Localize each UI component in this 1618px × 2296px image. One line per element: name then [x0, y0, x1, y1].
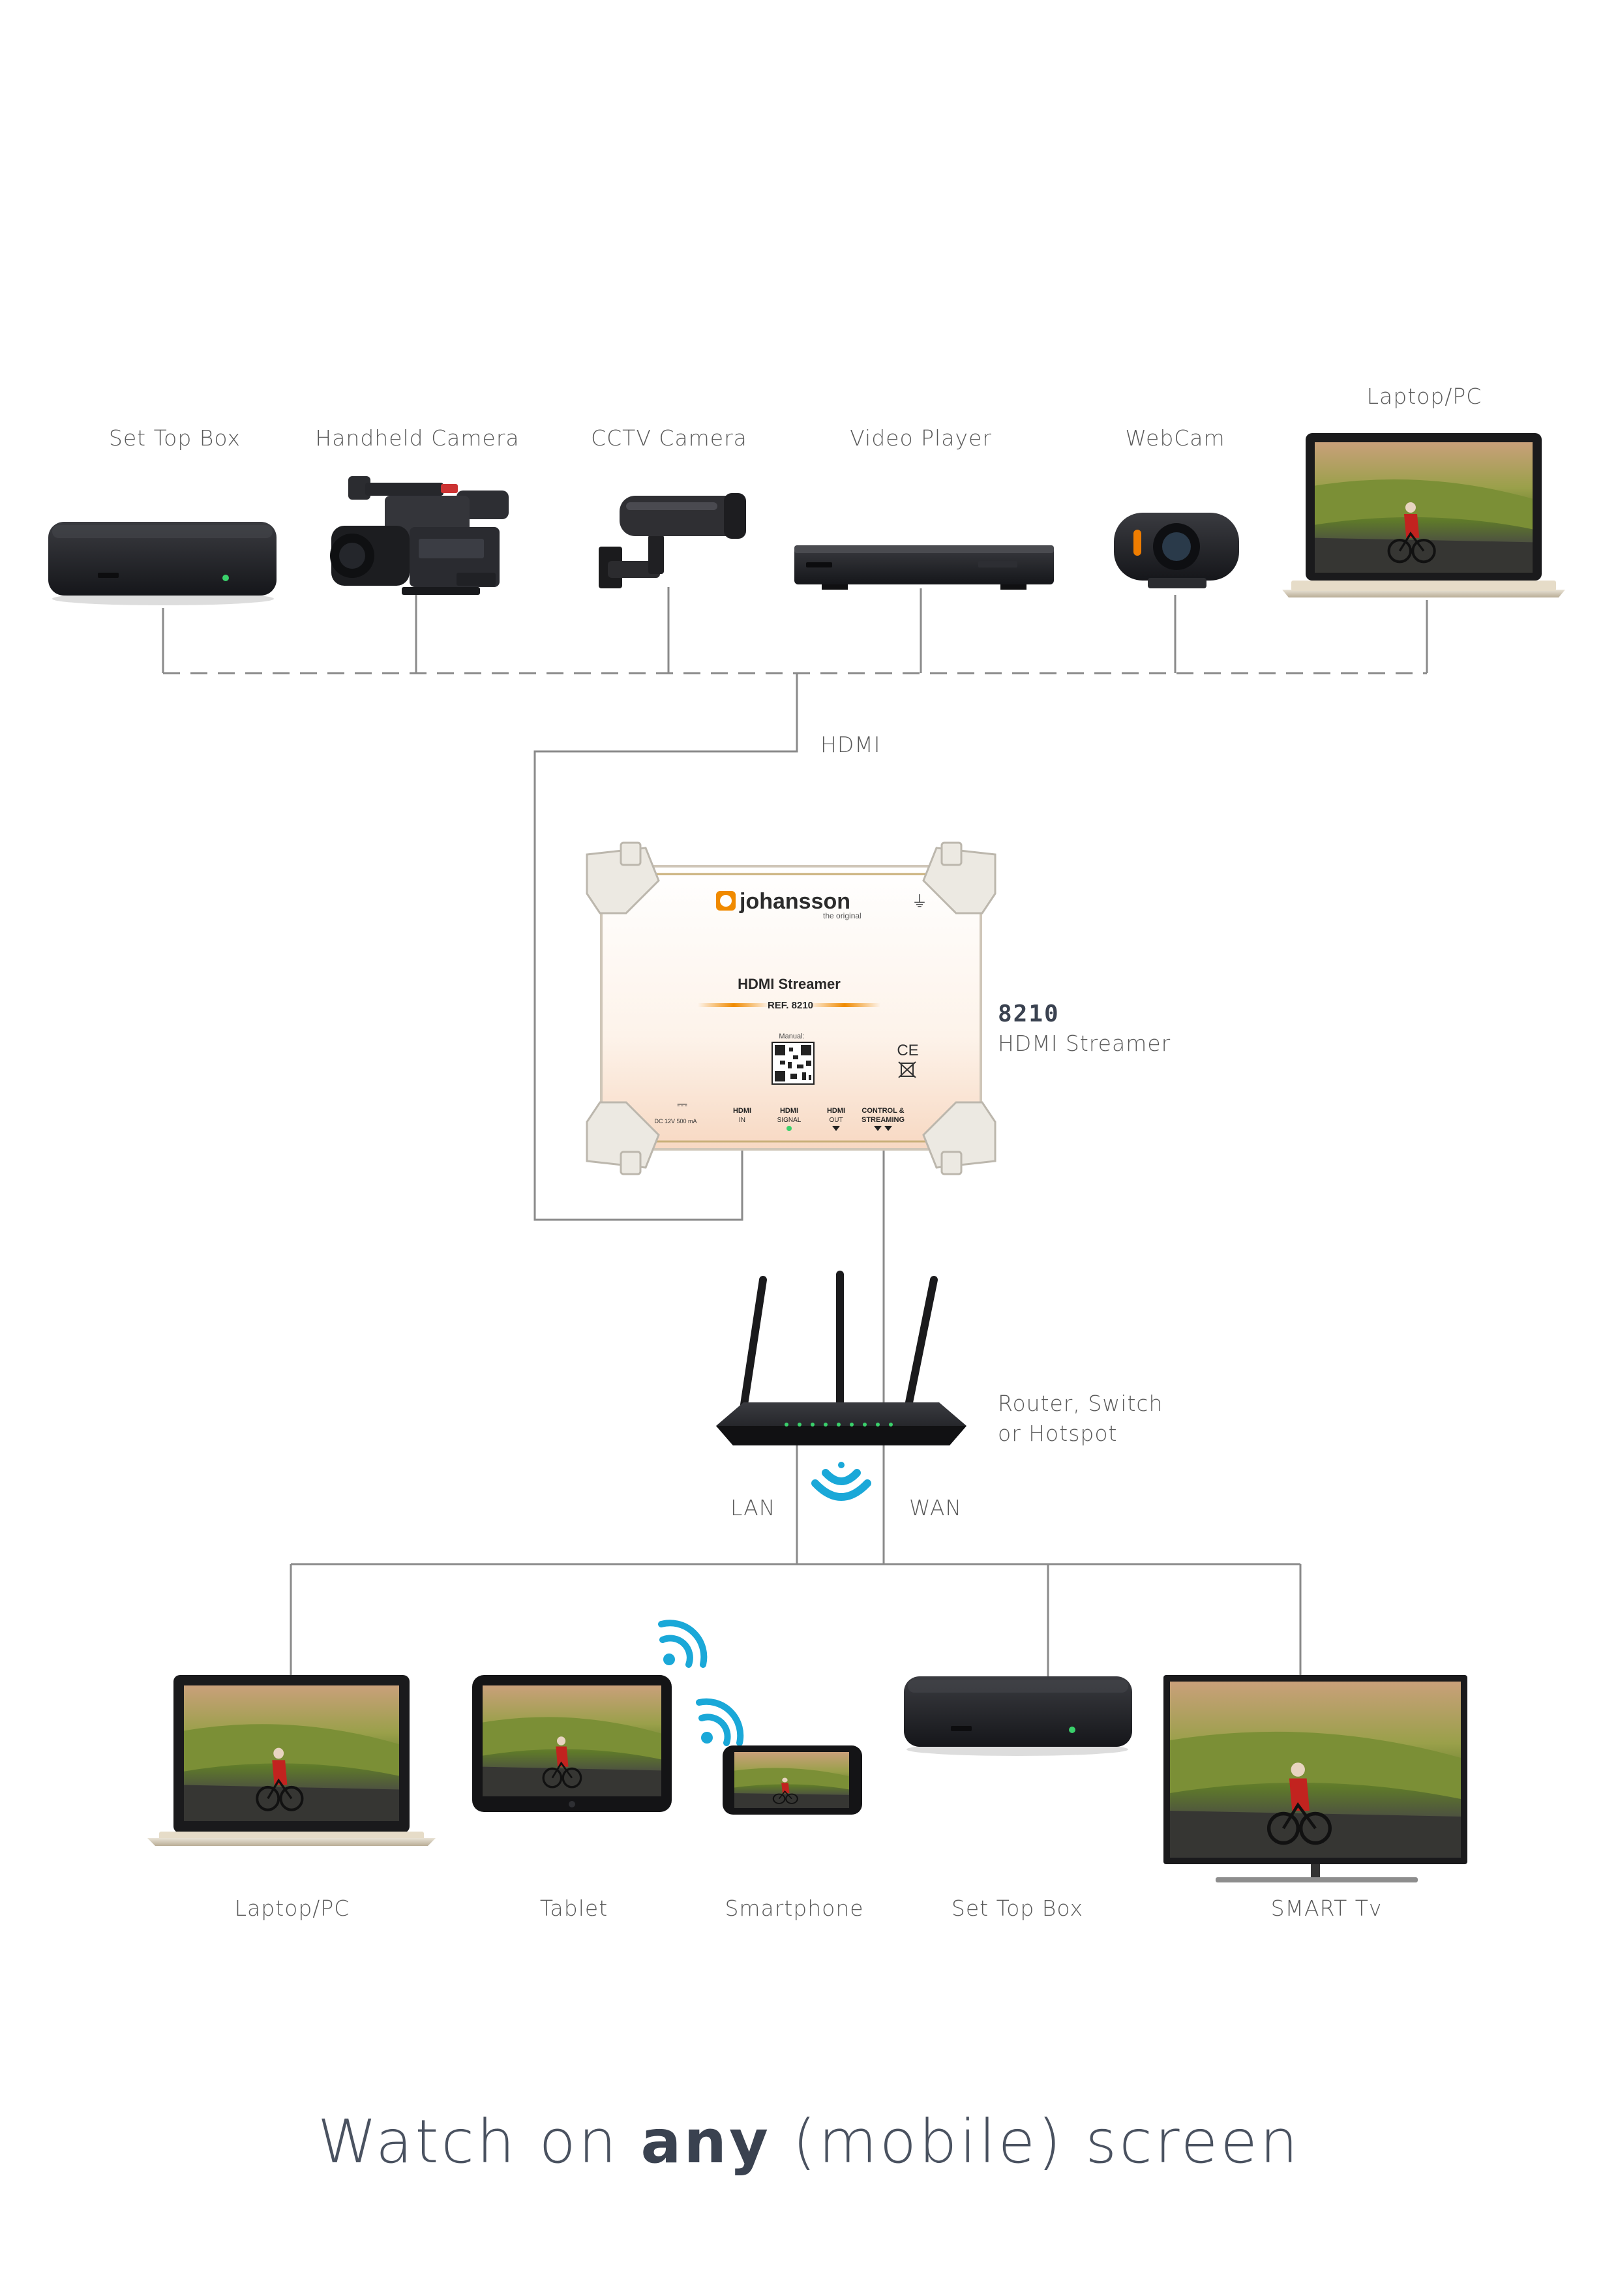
- label-wan: WAN: [909, 1495, 963, 1520]
- weee-bin-icon: [898, 1061, 916, 1078]
- tablet-wifi-icon: [658, 1620, 708, 1668]
- tablet-icon: [472, 1675, 672, 1812]
- ce-mark: CE: [897, 1042, 918, 1059]
- manual-label: Manual:: [779, 1033, 804, 1040]
- streamer-name: HDMI Streamer: [998, 1031, 1171, 1056]
- tagline: Watch on any (mobile) screen: [0, 2107, 1618, 2177]
- label-source-laptop-pc: Laptop/PC: [1366, 384, 1482, 409]
- tagline-bold: any: [640, 2107, 771, 2177]
- label-source-set-top-box: Set Top Box: [108, 425, 241, 451]
- label-source-webcam: WebCam: [1125, 425, 1225, 451]
- svg-text:IN: IN: [739, 1117, 745, 1124]
- streamer-model: 8210: [998, 1001, 1060, 1027]
- label-source-video-player: Video Player: [850, 425, 992, 451]
- hdmi-streamer-device: johansson the original ⏚ HDMI Streamer R…: [586, 841, 996, 1175]
- cctv-camera-icon: [599, 493, 746, 588]
- svg-text:SIGNAL: SIGNAL: [777, 1117, 802, 1124]
- brand-tagline: the original: [823, 911, 861, 920]
- hdmi-in-line: [533, 673, 798, 1221]
- label-output-smart-tv: SMART Tv: [1270, 1896, 1383, 1921]
- power-symbol-icon: ⎓: [677, 1096, 687, 1112]
- output-set-top-box-icon: [904, 1676, 1132, 1756]
- label-source-cctv-camera: CCTV Camera: [591, 425, 747, 451]
- label-output-tablet: Tablet: [539, 1896, 608, 1921]
- port-control-label: CONTROL &: [861, 1107, 904, 1115]
- port-hdmi-in-label: HDMI: [733, 1107, 751, 1115]
- smartphone-wifi-icon: [696, 1698, 744, 1746]
- svg-text:OUT: OUT: [829, 1117, 843, 1124]
- label-output-smartphone: Smartphone: [725, 1896, 864, 1921]
- label-output-laptop-pc: Laptop/PC: [234, 1896, 350, 1921]
- handheld-camera-icon: [330, 476, 509, 595]
- router-label-line2: or Hotspot: [998, 1421, 1118, 1446]
- connection-lines: [162, 587, 1428, 1676]
- video-player-icon: [794, 545, 1054, 590]
- panel-ref: REF. 8210: [768, 1000, 813, 1011]
- port-power-label: DC 12V 500 mA: [654, 1118, 697, 1125]
- router-icon: [716, 1271, 966, 1445]
- webcam-icon: [1114, 513, 1239, 588]
- source-laptop-icon: [1282, 433, 1565, 597]
- tagline-part1: Watch on: [317, 2107, 641, 2177]
- label-lan: LAN: [730, 1495, 776, 1520]
- brand-name: johansson: [739, 889, 850, 914]
- port-signal-label: HDMI: [780, 1107, 798, 1115]
- router-leds: [785, 1423, 893, 1427]
- signal-led-icon: [787, 1126, 792, 1131]
- label-output-set-top-box: Set Top Box: [951, 1896, 1084, 1921]
- mounting-clips: [586, 841, 996, 1175]
- smartphone-icon: [723, 1745, 862, 1815]
- qr-code-icon: [772, 1042, 815, 1085]
- smart-tv-icon: [1163, 1675, 1467, 1882]
- output-laptop-icon: [147, 1675, 436, 1846]
- label-hdmi: HDMI: [820, 732, 881, 757]
- label-source-handheld-camera: Handheld Camera: [315, 425, 520, 451]
- svg-text:STREAMING: STREAMING: [861, 1116, 905, 1124]
- tagline-part2: (mobile) screen: [770, 2107, 1301, 2177]
- router-label-line1: Router, Switch: [998, 1391, 1163, 1416]
- port-hdmi-out-label: HDMI: [827, 1107, 845, 1115]
- panel-title: HDMI Streamer: [738, 976, 841, 992]
- source-set-top-box-icon: [48, 522, 277, 605]
- wifi-icon: [811, 1462, 871, 1501]
- ground-icon: ⏚: [912, 892, 927, 911]
